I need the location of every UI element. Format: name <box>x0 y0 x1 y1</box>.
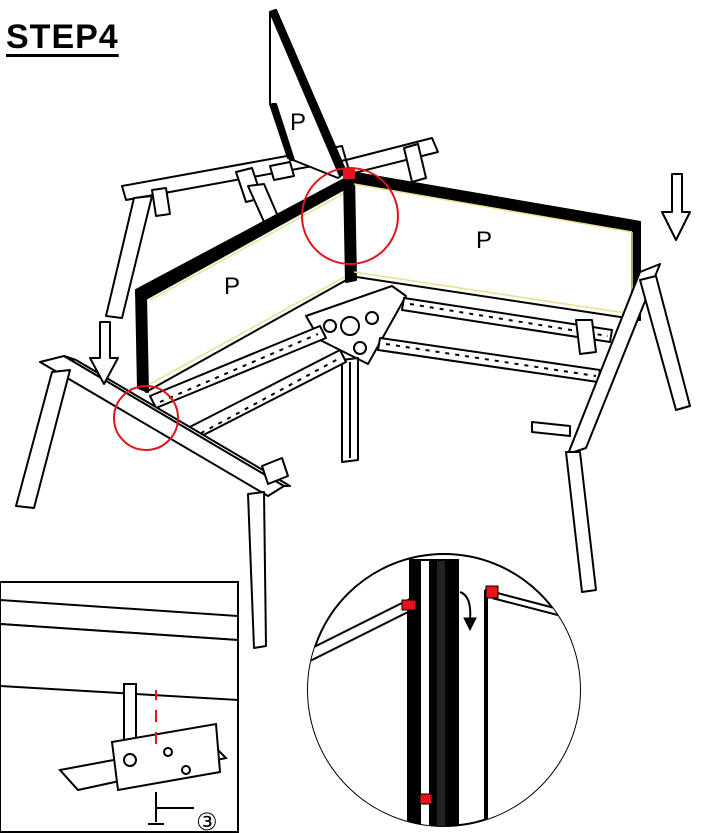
center-post <box>341 357 359 463</box>
screw-icon <box>148 792 194 825</box>
right-beam <box>531 263 661 455</box>
front-leg-left <box>15 369 71 509</box>
screw-callout: ③ <box>196 809 218 833</box>
highlight-circle-front <box>113 385 179 451</box>
panel-label-right: P <box>476 227 492 254</box>
rear-leg-right <box>639 275 691 411</box>
center-hub <box>305 285 407 365</box>
panel-label-back: P <box>290 109 306 136</box>
right-rails <box>377 297 613 383</box>
detail-panel-clip <box>307 553 581 827</box>
connector-clip-bottom <box>419 793 433 805</box>
detail-screw-mount <box>0 581 239 833</box>
rear-leg-left <box>105 195 153 319</box>
left-rails <box>149 325 347 445</box>
panel-label-left: P <box>224 273 240 300</box>
panel-right <box>343 171 641 321</box>
front-leg-right <box>565 451 597 593</box>
connector-clip-left <box>401 599 417 611</box>
panel-back <box>269 9 347 179</box>
down-arrow-icon <box>89 321 119 385</box>
rotate-arrow-icon <box>459 591 477 632</box>
down-arrow-icon <box>661 173 691 241</box>
front-leg-center <box>247 491 267 649</box>
step-title: STEP4 <box>6 18 119 56</box>
highlight-circle-top <box>301 167 399 265</box>
connector-clip-top <box>343 169 355 179</box>
connector-clip-right <box>485 585 499 599</box>
